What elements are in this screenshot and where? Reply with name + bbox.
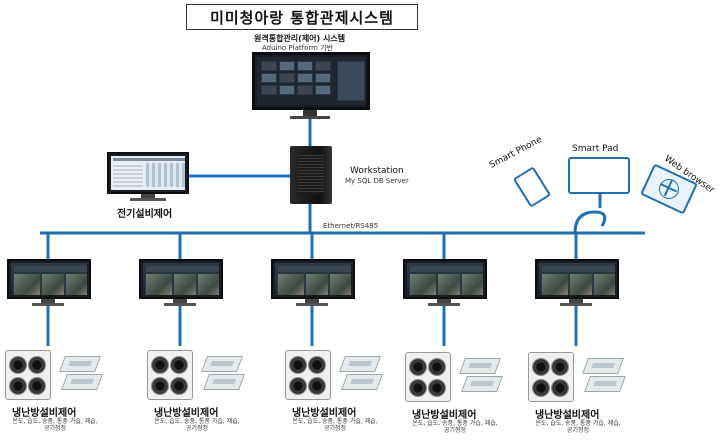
air-conditioner-icon — [405, 352, 451, 402]
monitor-icon — [535, 259, 619, 299]
wire-pad-loop — [573, 210, 607, 234]
tablet-icon — [568, 157, 630, 194]
monitor-icon — [7, 259, 91, 299]
network-label: Ethernet/RS485 — [323, 222, 379, 230]
unit-label: 냉난방설비제어 — [412, 410, 477, 421]
air-conditioner-icon — [528, 352, 574, 402]
unit-sublabel: 온도, 습도, 송풍, 통풍 가습, 제습, 공기청정 — [154, 418, 240, 432]
central-sublabel: Aduino Platform 기반 — [262, 44, 334, 52]
electrical-monitor-icon — [107, 152, 189, 194]
monitor-icon — [139, 259, 223, 299]
monitor-icon — [271, 259, 355, 299]
cassette-unit-icon — [59, 356, 101, 372]
cassette-unit-icon — [459, 358, 501, 374]
cassette-unit-icon — [201, 356, 243, 372]
cassette-unit-icon — [203, 374, 245, 390]
cassette-unit-icon — [341, 374, 383, 390]
workstation-sublabel: My SQL DB Server — [345, 177, 409, 185]
cassette-unit-icon — [61, 374, 103, 390]
unit-label: 냉난방설비제어 — [154, 408, 219, 419]
monitor-icon — [403, 259, 487, 299]
smartpad-label: Smart Pad — [572, 144, 619, 154]
central-monitor-icon — [252, 52, 370, 110]
cassette-unit-icon — [584, 376, 626, 392]
workstation-tower-icon — [290, 146, 332, 204]
air-conditioner-icon — [285, 350, 331, 400]
unit-sublabel: 온도, 습도, 송풍, 통풍 가습, 제습, 공기청정 — [412, 420, 498, 434]
air-conditioner-icon — [147, 350, 193, 400]
cassette-unit-icon — [461, 376, 503, 392]
central-label: 원격통합관리(제어) 시스템 — [254, 34, 346, 43]
unit-label: 냉난방설비제어 — [12, 408, 77, 419]
unit-label: 냉난방설비제어 — [535, 410, 600, 421]
unit-sublabel: 온도, 습도, 송풍, 통풍 가습, 제습, 공기청정 — [12, 418, 98, 432]
electrical-label: 전기설비제어 — [117, 209, 173, 220]
workstation-label: Workstation — [350, 166, 404, 176]
unit-sublabel: 온도, 습도, 송풍, 통풍 가습, 제습, 공기청정 — [292, 418, 378, 432]
cassette-unit-icon — [339, 356, 381, 372]
unit-label: 냉난방설비제어 — [292, 408, 357, 419]
diagram-title: 미미청아랑 통합관제시스템 — [186, 4, 418, 30]
cassette-unit-icon — [582, 358, 624, 374]
unit-sublabel: 온도, 습도, 송풍, 통풍 가습, 제습, 공기청정 — [535, 420, 621, 434]
air-conditioner-icon — [5, 350, 51, 400]
